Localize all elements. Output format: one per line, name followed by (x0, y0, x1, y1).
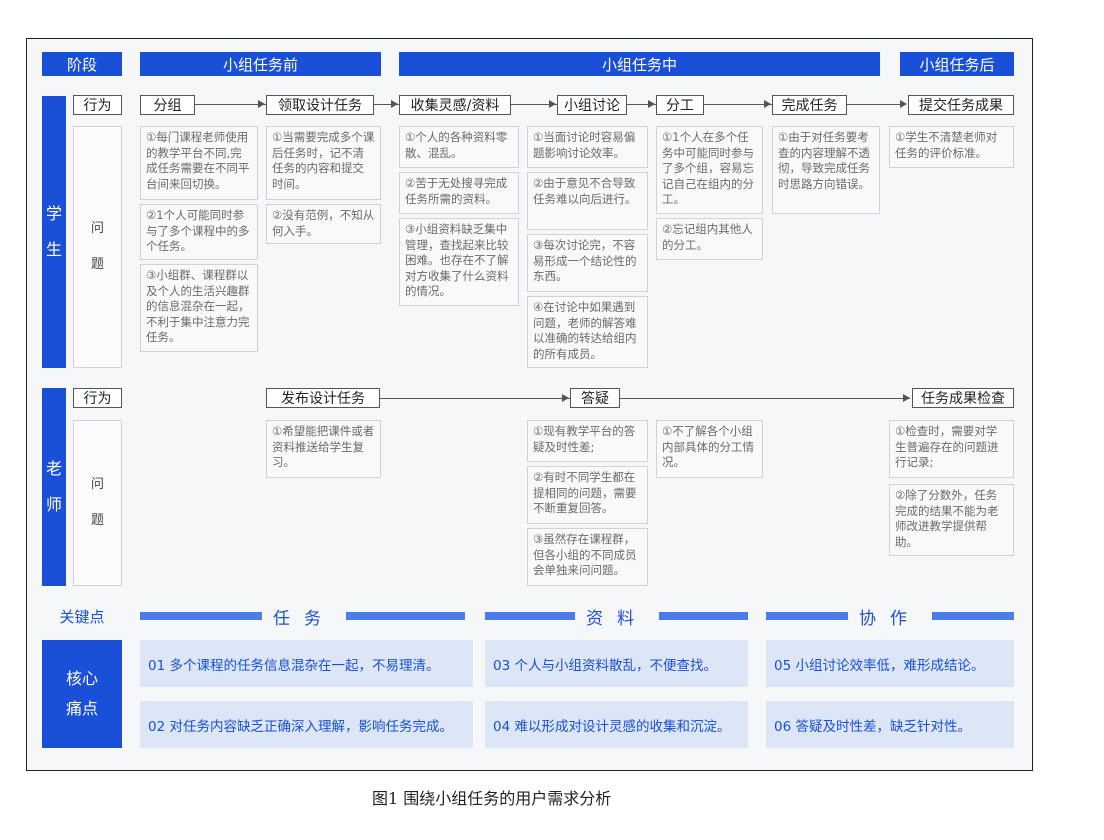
flow-arrow (903, 394, 910, 402)
problem-card: ①希望能把课件或者资料推送给学生复习。 (266, 420, 381, 478)
flow-arrow (549, 100, 556, 108)
action-divide: 分工 (656, 95, 704, 115)
problem-card: ①当面讨论时容易偏题影响讨论效率。 (527, 126, 648, 168)
phase-header: 阶段 (42, 52, 122, 76)
problem-card: ④在讨论中如果遇到问题，老师的解答难以准确的转达给组内的所有成员。 (527, 296, 648, 368)
core-pain-card: 06 答疑及时性差，缺乏针对性。 (766, 701, 1014, 748)
keypoint-bar (346, 612, 465, 620)
problem-char: 问 (90, 477, 104, 492)
core-pain-card: 03 个人与小组资料散乱，不便查找。 (485, 640, 748, 687)
keypoint-bar (766, 612, 848, 620)
flow-arrow (764, 100, 771, 108)
teacher-flow-line (380, 398, 910, 399)
keypoint-bar (932, 612, 1014, 620)
teacher-problem-label: 问 题 (73, 420, 122, 586)
keypoint-bar (485, 612, 575, 620)
role-student-char: 学 (45, 204, 62, 223)
core-pain-card: 04 难以形成对设计灵感的收集和沉淀。 (485, 701, 748, 748)
action-publish-task: 发布设计任务 (266, 388, 380, 408)
problem-card: ③虽然存在课程群，但各小组的不同成员会单独来问问题。 (527, 528, 648, 586)
flow-arrow (391, 100, 398, 108)
core-label: 核心 痛点 (42, 640, 122, 748)
keypoint-bar (140, 612, 262, 620)
problem-card: ③每次讨论完，不容易形成一个结论性的东西。 (527, 234, 648, 292)
problem-card: ①每门课程老师使用的教学平台不同,完成任务需要在不同平台间来回切换。 (140, 126, 258, 200)
phase-during: 小组任务中 (399, 52, 880, 76)
core-pain-card: 01 多个课程的任务信息混杂在一起，不易理清。 (140, 640, 473, 687)
problem-card: ②由于意见不合导致任务难以向后进行。 (527, 172, 648, 230)
student-behavior-label: 行为 (73, 95, 122, 115)
teacher-behavior-label: 行为 (73, 388, 122, 408)
problem-card: ②除了分数外，任务完成的结果不能为老师改进教学提供帮助。 (889, 484, 1014, 556)
problem-card: ③小组资料缺乏集中管理，查找起来比较困难。也存在不了解对方收集了什么资料的情况。 (399, 218, 519, 306)
keypoint-bar (659, 612, 748, 620)
action-discuss: 小组讨论 (557, 95, 627, 115)
action-collect: 收集灵感/资料 (399, 95, 511, 115)
problem-card: ①不了解各个小组内部具体的分工情况。 (656, 420, 763, 478)
problem-char: 题 (90, 257, 104, 272)
action-check: 任务成果检查 (912, 388, 1014, 408)
problem-card: ②忘记组内其他人的分工。 (656, 218, 763, 260)
problem-card: ①由于对任务要考查的内容理解不透彻，导致完成任务时思路方向错误。 (772, 126, 880, 214)
phase-before: 小组任务前 (140, 52, 381, 76)
keypoints-label: 关键点 (59, 607, 105, 626)
role-teacher-char: 师 (45, 495, 62, 514)
problem-card: ①个人的各种资料零散、混乱。 (399, 126, 519, 168)
flow-arrow (900, 100, 907, 108)
core-pain-card: 05 小组讨论效率低，难形成结论。 (766, 640, 1014, 687)
role-student: 学 生 (42, 96, 66, 368)
phase-after: 小组任务后 (900, 52, 1014, 76)
action-qa: 答疑 (570, 388, 620, 408)
problem-card: ①现有教学平台的答疑及时性差; (527, 420, 648, 462)
flow-arrow (258, 100, 265, 108)
problem-char: 题 (90, 513, 104, 528)
problem-card: ①检查时，需要对学生普遍存在的问题进行记录; (889, 420, 1014, 478)
keypoint-task: 任务 (273, 608, 335, 629)
action-submit: 提交任务成果 (908, 95, 1014, 115)
role-teacher: 老 师 (42, 388, 66, 586)
role-student-char: 生 (45, 240, 62, 259)
core-label-line: 痛点 (65, 699, 98, 718)
problem-card: ①学生不清楚老师对任务的评价标准。 (889, 126, 1014, 168)
problem-card: ③小组群、课程群以及个人的生活兴趣群的信息混杂在一起，不利于集中注意力完任务。 (140, 264, 258, 352)
problem-char: 问 (90, 221, 104, 236)
problem-card: ①1个人在多个任务中可能同时参与了多个组，容易忘记自己在组内的分工。 (656, 126, 763, 214)
action-receive-task: 领取设计任务 (266, 95, 374, 115)
keypoint-material: 资料 (586, 608, 648, 629)
keypoint-collab: 协作 (859, 608, 921, 629)
role-teacher-char: 老 (45, 459, 62, 478)
figure-caption: 图1 围绕小组任务的用户需求分析 (372, 789, 612, 808)
core-pain-card: 02 对任务内容缺乏正确深入理解，影响任务完成。 (140, 701, 473, 748)
problem-card: ②1个人可能同时参与了多个课程中的多个任务。 (140, 204, 258, 260)
action-complete: 完成任务 (772, 95, 847, 115)
core-label-line: 核心 (65, 669, 98, 688)
action-group: 分组 (140, 95, 195, 115)
flow-arrow (648, 100, 655, 108)
problem-card: ②苦于无处搜寻完成任务所需的资料。 (399, 172, 519, 214)
student-problem-label: 问 题 (73, 126, 122, 368)
problem-card: ①当需要完成多个课后任务时，记不清任务的内容和提交时间。 (266, 126, 381, 200)
problem-card: ②有时不同学生都在提相同的问题，需要不断重复回答。 (527, 466, 648, 524)
flow-arrow (562, 394, 569, 402)
problem-card: ②没有范例，不知从何入手。 (266, 204, 381, 244)
